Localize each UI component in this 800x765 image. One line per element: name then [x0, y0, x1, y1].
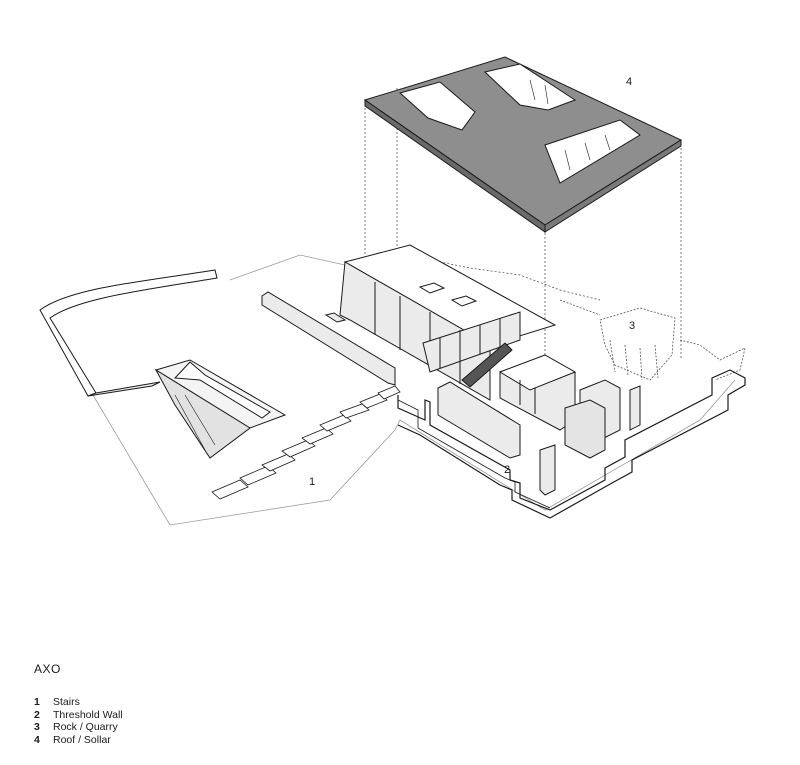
legend-item: 2 Threshold Wall [34, 709, 334, 722]
threshold-wall [397, 369, 746, 519]
legend-number: 4 [34, 733, 40, 746]
axonometric-drawing [39, 56, 746, 526]
callout-rock-quarry: 3 [629, 320, 636, 332]
legend-number: 2 [34, 708, 40, 721]
legend-number: 1 [34, 696, 40, 708]
legend: AXO 1 Stairs 2 Threshold Wall 3 Rock / Q… [34, 662, 334, 746]
legend-label: Stairs [53, 696, 80, 708]
entry-box [154, 359, 287, 459]
legend-item: 3 Rock / Quarry [34, 721, 334, 734]
stairs [211, 385, 401, 500]
callout-threshold-wall: 2 [504, 464, 511, 476]
legend-title: AXO [34, 662, 61, 676]
rock-quarry-outline [559, 299, 746, 381]
callout-stairs: 1 [309, 476, 316, 488]
roof [363, 56, 683, 233]
legend-label: Rock / Quarry [53, 721, 118, 733]
callout-roof: 4 [626, 76, 633, 88]
internal-wall [422, 311, 521, 388]
legend-label: Threshold Wall [53, 708, 123, 721]
curved-wall [39, 269, 218, 397]
legend-label: Roof / Sollar [53, 733, 111, 746]
legend-number: 3 [34, 721, 40, 733]
legend-item: 4 Roof / Sollar [34, 734, 334, 747]
long-wall [261, 291, 396, 386]
legend-item: 1 Stairs [34, 696, 334, 709]
courtyard-volumes [437, 354, 641, 496]
